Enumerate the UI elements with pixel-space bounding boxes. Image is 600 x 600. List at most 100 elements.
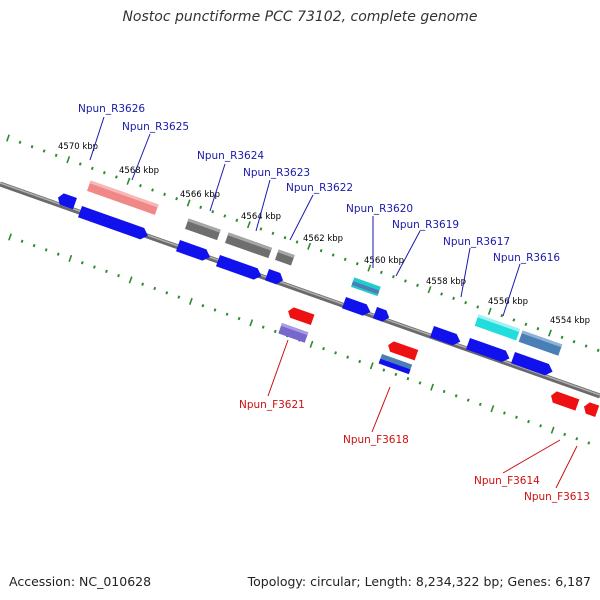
minor-tick bbox=[54, 153, 58, 157]
cds-arrow[interactable] bbox=[56, 192, 77, 210]
minor-tick bbox=[117, 273, 120, 278]
cds-npun-f3618[interactable] bbox=[386, 340, 419, 361]
major-tick bbox=[68, 254, 73, 263]
scale-label-4554: 4554 kbp bbox=[550, 316, 590, 326]
label-npun-r3620[interactable]: Npun_R3620 bbox=[346, 203, 413, 215]
forward-gene-labels: Npun_F3621 Npun_F3618 Npun_F3614 Npun_F3… bbox=[239, 339, 590, 503]
minor-tick bbox=[331, 253, 335, 257]
label-npun-r3622[interactable]: Npun_R3622 bbox=[286, 182, 353, 194]
major-tick bbox=[548, 329, 552, 337]
scale-label-4568: 4568 kbp bbox=[119, 166, 159, 176]
minor-tick bbox=[572, 340, 576, 344]
minor-tick bbox=[163, 192, 166, 196]
minor-tick bbox=[379, 270, 383, 274]
minor-tick bbox=[175, 197, 179, 201]
cds-npun-r3617[interactable] bbox=[429, 326, 462, 347]
accession-text: Accession: NC_010628 bbox=[9, 574, 152, 589]
minor-tick bbox=[560, 335, 564, 339]
minor-tick bbox=[322, 346, 325, 351]
minor-tick bbox=[32, 243, 36, 248]
minor-tick bbox=[476, 305, 480, 309]
cds-npun-r3619[interactable] bbox=[372, 307, 391, 323]
minor-tick bbox=[199, 205, 203, 209]
gene-npun-r3616[interactable] bbox=[474, 314, 521, 341]
scale-label-4558: 4558 kbp bbox=[426, 277, 466, 287]
minor-tick bbox=[539, 424, 543, 428]
label-npun-r3619[interactable]: Npun_R3619 bbox=[392, 219, 459, 231]
major-tick bbox=[487, 307, 492, 315]
gene-npun-r3624[interactable] bbox=[184, 218, 221, 241]
label-npun-r3616[interactable]: Npun_R3616 bbox=[493, 252, 560, 264]
label-npun-f3621[interactable]: Npun_F3621 bbox=[239, 399, 305, 411]
major-tick bbox=[427, 286, 432, 294]
minor-tick bbox=[90, 166, 94, 170]
minor-tick bbox=[394, 372, 398, 377]
minor-tick bbox=[114, 175, 118, 179]
reverse-strand-features[interactable] bbox=[56, 180, 563, 377]
minor-tick bbox=[271, 231, 275, 235]
major-tick bbox=[186, 199, 191, 207]
label-npun-r3617[interactable]: Npun_R3617 bbox=[443, 236, 510, 248]
cds-arrow[interactable] bbox=[510, 352, 555, 377]
forward-strand-features[interactable] bbox=[278, 306, 600, 417]
minor-tick bbox=[440, 292, 444, 296]
minor-tick bbox=[406, 376, 410, 381]
minor-tick bbox=[454, 394, 458, 398]
minor-tick bbox=[151, 188, 154, 192]
minor-tick bbox=[153, 286, 157, 291]
minor-tick bbox=[213, 308, 217, 312]
cds-arrow[interactable] bbox=[175, 240, 212, 263]
minor-tick bbox=[211, 210, 215, 214]
minor-tick bbox=[273, 329, 277, 334]
minor-tick bbox=[343, 257, 347, 261]
minor-tick bbox=[584, 344, 588, 348]
scale-label-4560: 4560 kbp bbox=[364, 256, 404, 266]
label-npun-r3626[interactable]: Npun_R3626 bbox=[78, 103, 145, 115]
major-tick bbox=[8, 233, 12, 241]
page-title: Nostoc punctiforme PCC 73102, complete g… bbox=[122, 9, 478, 25]
scale-label-4566: 4566 kbp bbox=[180, 190, 220, 200]
major-tick bbox=[188, 297, 193, 305]
minor-tick bbox=[478, 402, 482, 407]
minor-tick bbox=[102, 171, 106, 175]
minor-tick bbox=[596, 348, 600, 352]
gene-npun-r3626[interactable] bbox=[86, 180, 159, 215]
gene-npun-f3621[interactable] bbox=[278, 323, 309, 343]
label-npun-f3614[interactable]: Npun_F3614 bbox=[474, 475, 540, 487]
gene-steel[interactable] bbox=[518, 330, 563, 356]
minor-tick bbox=[319, 249, 323, 253]
minor-tick bbox=[404, 279, 407, 283]
minor-tick bbox=[237, 316, 241, 321]
major-tick bbox=[430, 383, 434, 391]
cds-npun-f3621[interactable] bbox=[286, 306, 315, 326]
label-npun-r3624[interactable]: Npun_R3624 bbox=[197, 150, 264, 162]
minor-tick bbox=[524, 322, 528, 326]
minor-tick bbox=[225, 312, 229, 316]
minor-tick bbox=[165, 291, 169, 295]
minor-tick bbox=[442, 389, 446, 394]
label-npun-r3623[interactable]: Npun_R3623 bbox=[243, 167, 310, 179]
scale-label-4564: 4564 kbp bbox=[241, 212, 281, 222]
minor-tick bbox=[56, 252, 60, 256]
minor-tick bbox=[575, 437, 579, 441]
minor-tick bbox=[141, 282, 145, 286]
minor-tick bbox=[93, 265, 96, 269]
label-npun-f3613[interactable]: Npun_F3613 bbox=[524, 491, 590, 503]
label-npun-r3625[interactable]: Npun_R3625 bbox=[122, 121, 189, 133]
minor-tick bbox=[295, 240, 299, 244]
minor-tick bbox=[139, 184, 142, 188]
label-npun-f3618[interactable]: Npun_F3618 bbox=[343, 434, 409, 446]
cds-arrow[interactable] bbox=[264, 269, 285, 286]
cds-arrow[interactable] bbox=[215, 255, 263, 282]
cds-npun-r3625[interactable] bbox=[77, 206, 150, 241]
cds-npun-f3614[interactable] bbox=[549, 390, 580, 411]
cds-arrow[interactable] bbox=[341, 297, 372, 318]
major-tick bbox=[126, 177, 131, 185]
topology-text: Topology: circular; Length: 8,234,322 bp… bbox=[247, 574, 591, 589]
minor-tick bbox=[391, 275, 395, 279]
cds-npun-f3613[interactable] bbox=[582, 401, 600, 417]
gene-npun-r3623[interactable] bbox=[224, 232, 273, 259]
minor-tick bbox=[20, 239, 24, 243]
cds-arrow[interactable] bbox=[465, 338, 511, 364]
